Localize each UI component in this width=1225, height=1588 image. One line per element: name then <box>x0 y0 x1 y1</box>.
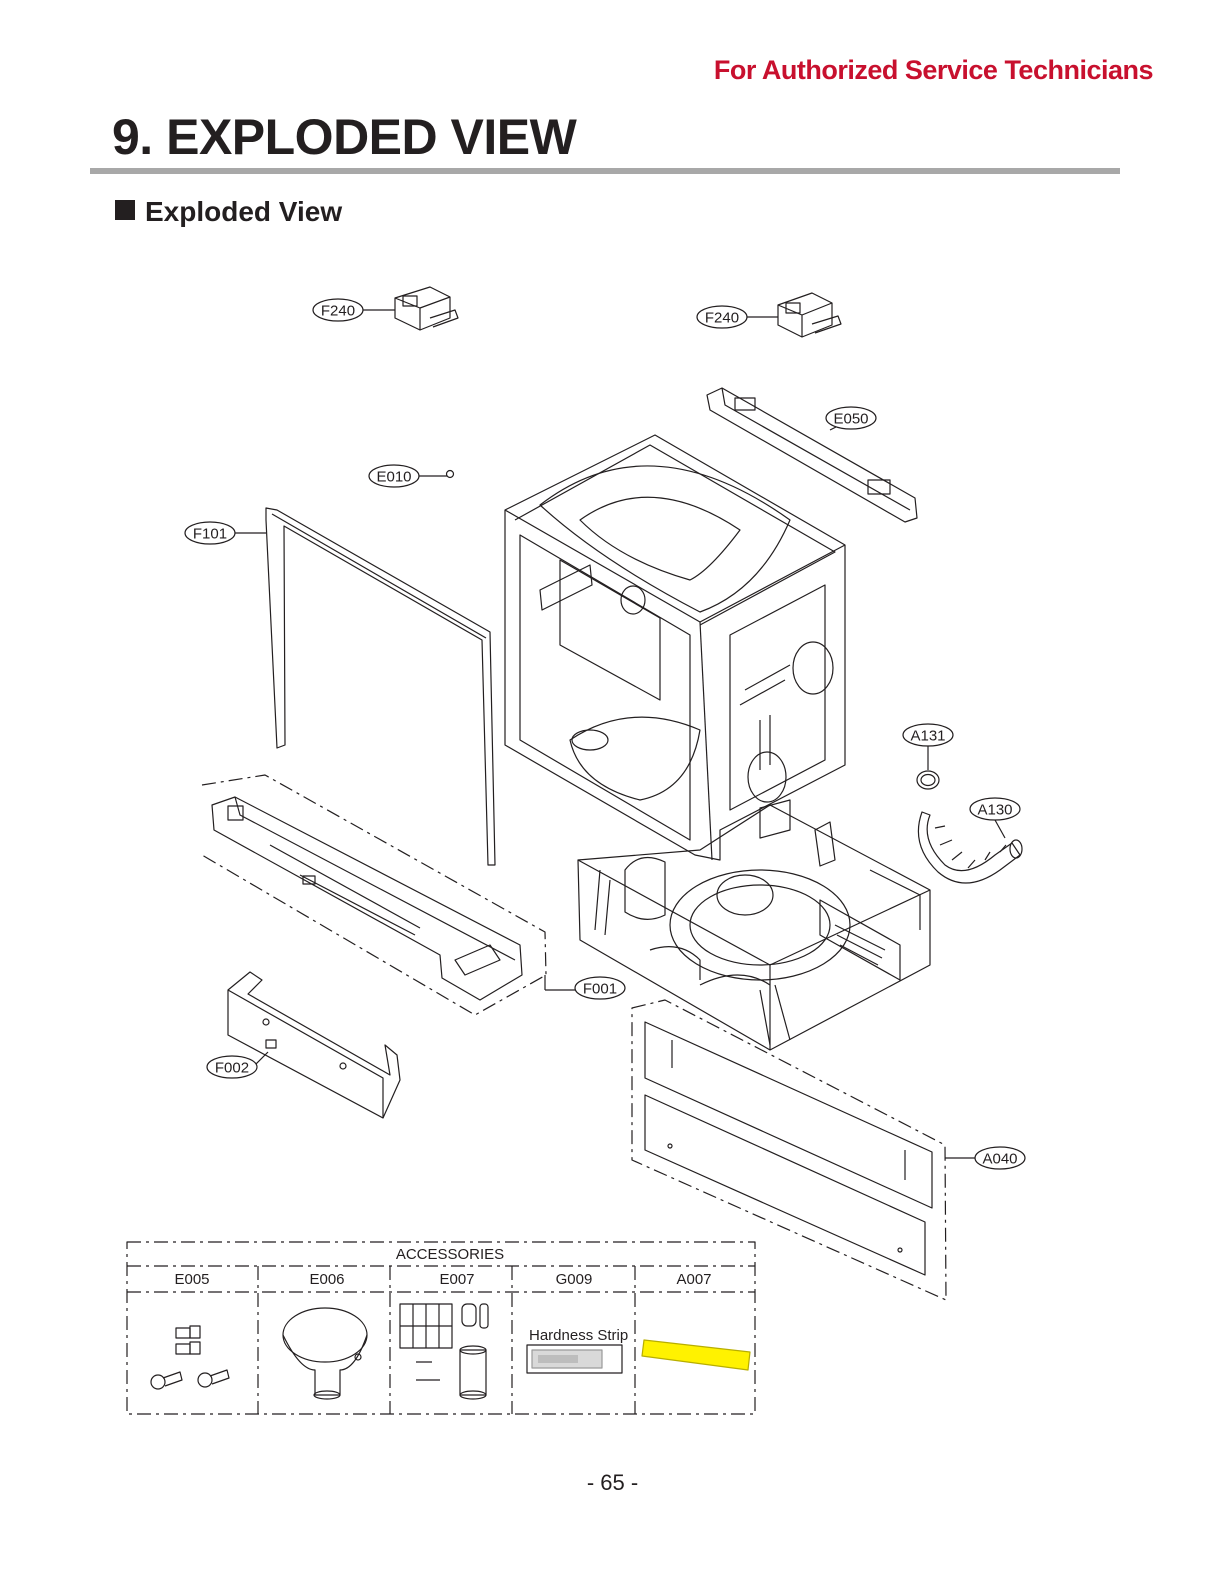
part-g009-hardness-strip <box>526 1344 623 1374</box>
part-f101-gasket <box>233 507 496 866</box>
part-a040-toe-kick <box>631 999 975 1301</box>
accessory-column-a007: A007 <box>676 1271 711 1288</box>
part-a130-hose <box>917 811 1023 884</box>
callout-a130: A130 <box>977 802 1012 819</box>
part-e005-screws <box>150 1325 230 1390</box>
page-title: 9. EXPLODED VIEW <box>112 109 577 165</box>
accessory-column-e007: E007 <box>439 1271 474 1288</box>
part-e006-funnel <box>282 1307 368 1400</box>
accessory-column-e005: E005 <box>174 1271 209 1288</box>
callout-bubbles <box>184 298 1026 1170</box>
part-f240-left <box>363 286 459 331</box>
callout-e010: E010 <box>376 469 411 486</box>
part-f240-right <box>747 292 842 338</box>
accessories-title: ACCESSORIES <box>396 1246 504 1263</box>
title-rule <box>90 168 1120 174</box>
part-a131-ring <box>916 745 940 790</box>
part-e010-screw <box>418 469 455 479</box>
hardness-strip-label: Hardness Strip <box>529 1327 628 1344</box>
authorized-technician-note: For Authorized Service Technicians <box>713 55 1154 85</box>
part-f002-cover <box>227 971 401 1119</box>
square-bullet-icon <box>115 200 135 220</box>
callout-a040: A040 <box>982 1151 1017 1168</box>
part-e007-kit <box>399 1303 489 1400</box>
callout-f101: F101 <box>193 526 227 543</box>
accessory-column-g009: G009 <box>556 1271 593 1288</box>
callout-f240-left: F240 <box>321 303 355 320</box>
part-a007-strip <box>641 1339 751 1371</box>
section-title-text: Exploded View <box>145 196 343 227</box>
accessories-box <box>126 1241 756 1415</box>
part-e050-bracket <box>706 387 918 523</box>
section-title: Exploded View <box>115 196 342 228</box>
callout-f002: F002 <box>215 1060 249 1077</box>
part-f001-panel <box>201 774 580 1016</box>
callout-a131: A131 <box>910 728 945 745</box>
callout-f240-right: F240 <box>705 310 739 327</box>
page-number: - 65 - <box>586 1470 639 1495</box>
callout-e050: E050 <box>833 411 868 428</box>
part-base-assembly <box>577 799 931 1051</box>
accessory-column-e006: E006 <box>309 1271 344 1288</box>
callout-f001: F001 <box>583 981 617 998</box>
part-tub-assembly <box>504 434 846 861</box>
